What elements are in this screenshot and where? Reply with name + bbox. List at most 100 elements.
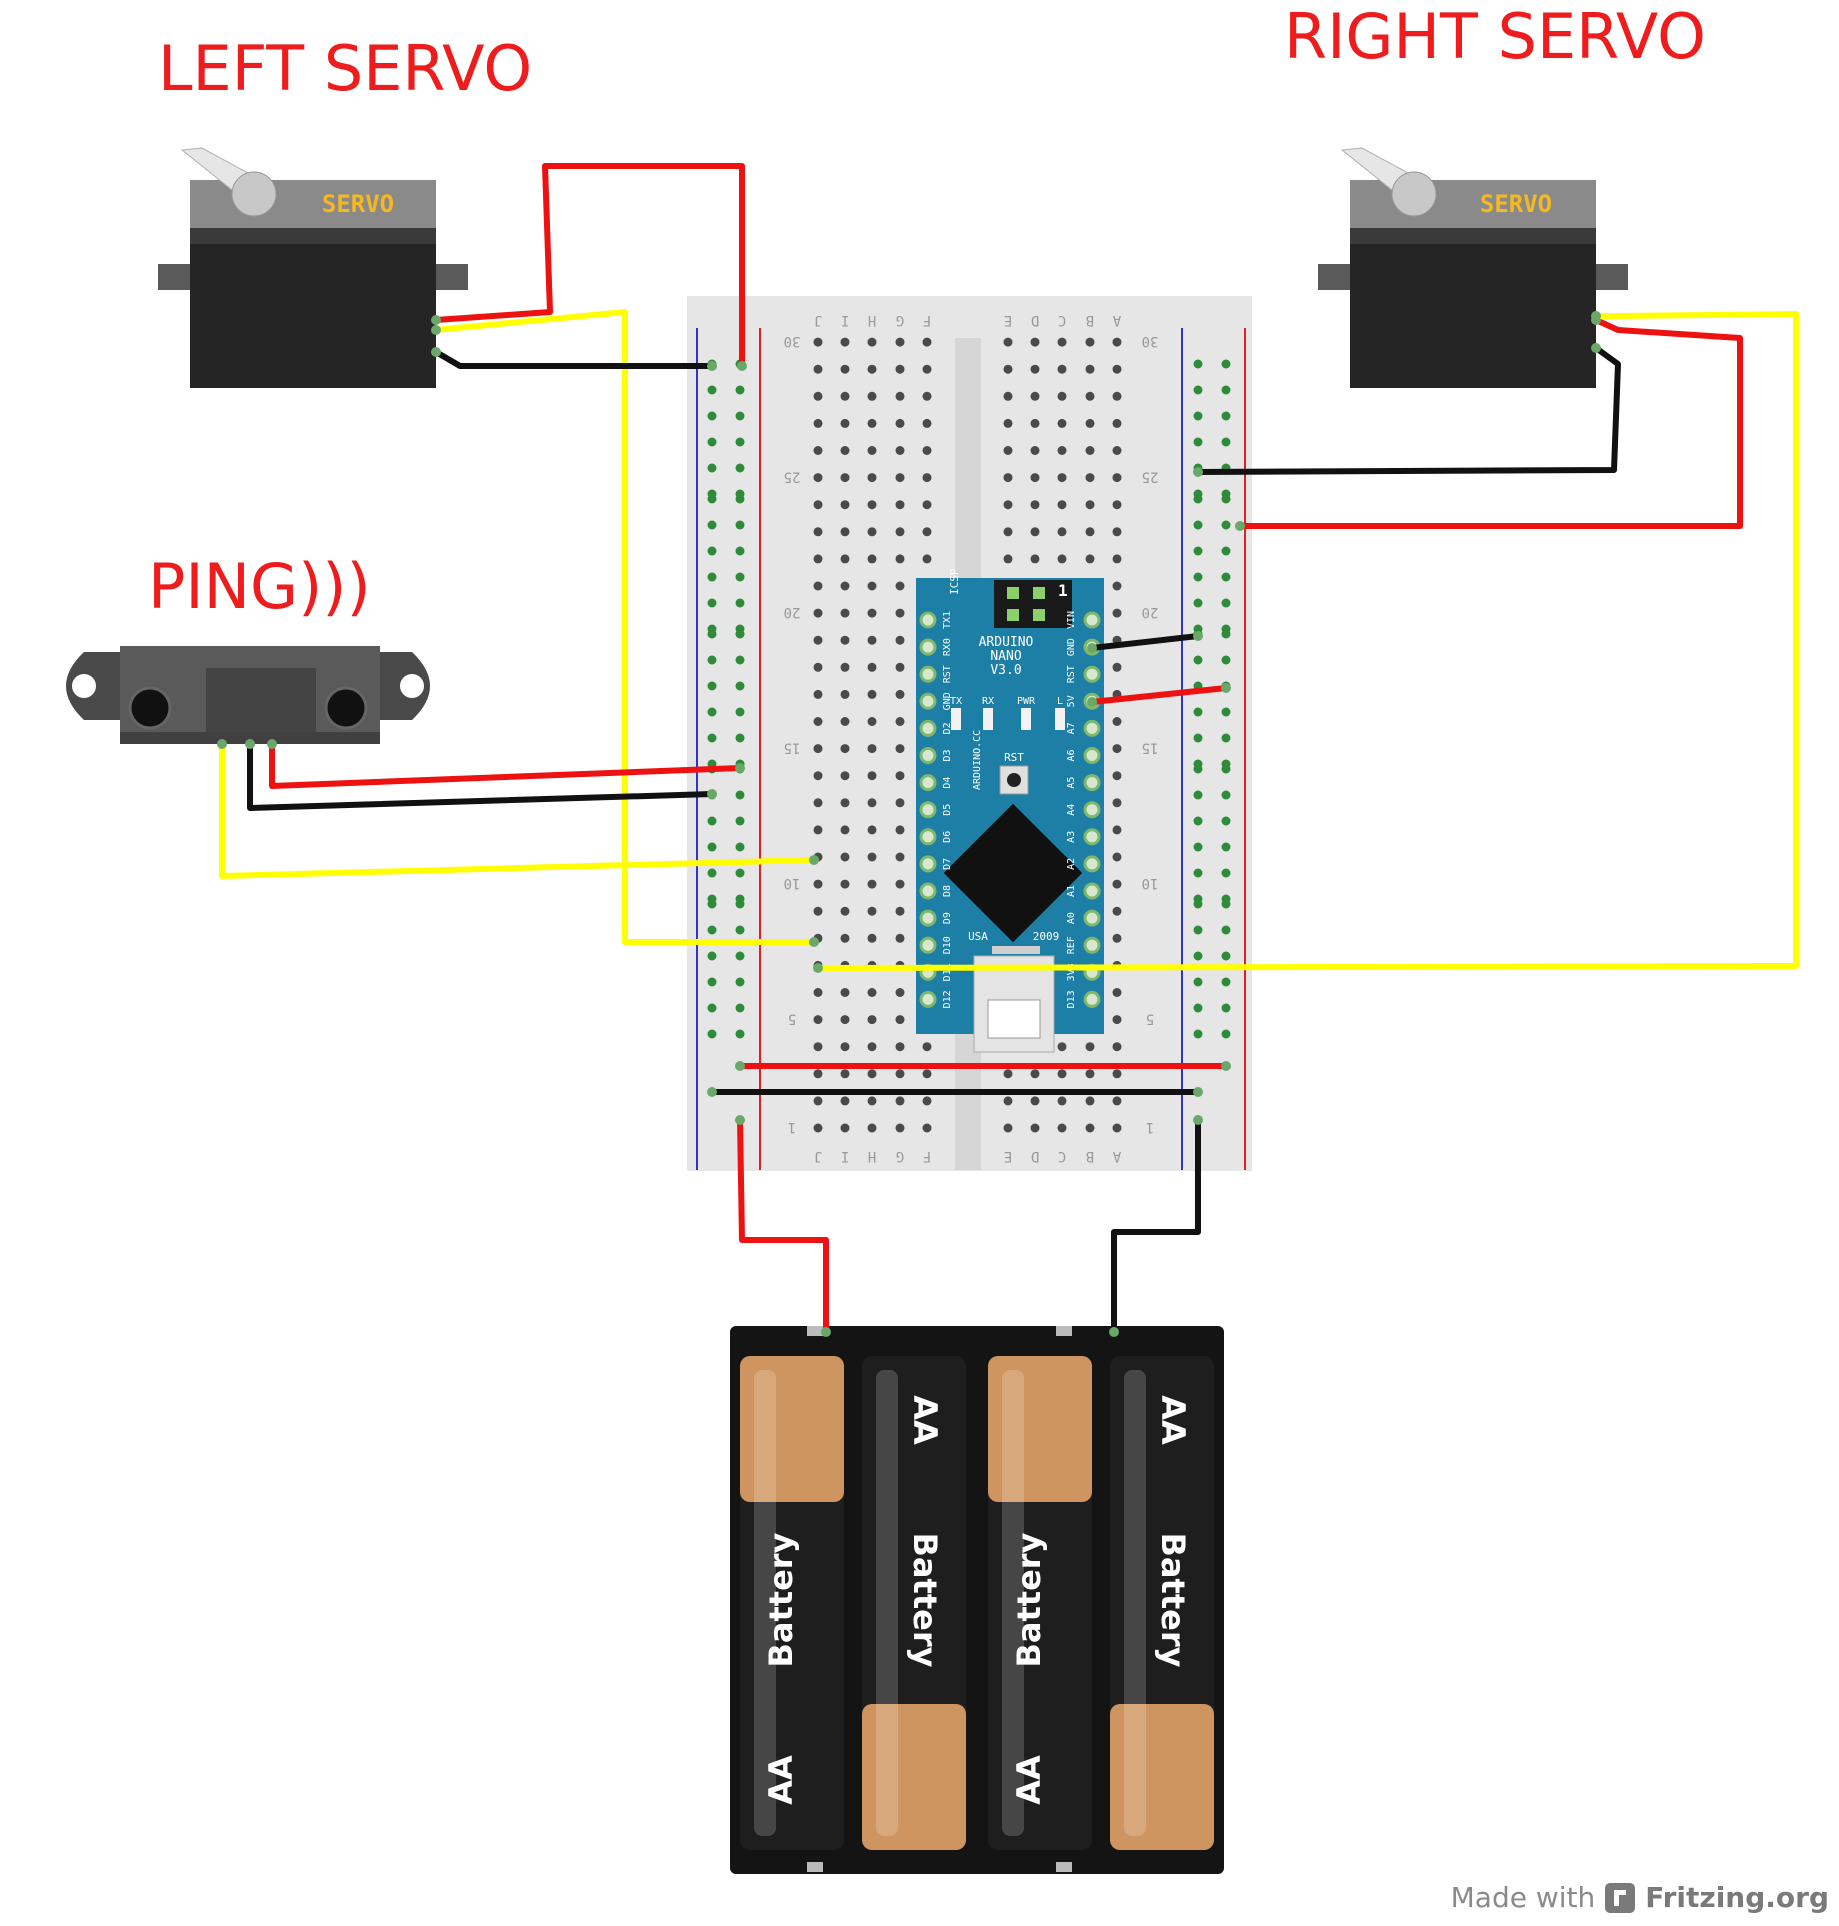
- breadboard-hole: [867, 1069, 877, 1079]
- breadboard-row-number: 10: [784, 875, 801, 891]
- nano-pin-label: RST: [942, 665, 953, 683]
- left-servo-label: LEFT SERVO: [158, 32, 533, 105]
- rail-hole: [735, 733, 745, 743]
- wire-end: [431, 315, 441, 325]
- rail-hole: [735, 546, 745, 556]
- nano-pin-label: 5V: [1066, 695, 1077, 707]
- breadboard-hole: [867, 689, 877, 699]
- breadboard-hole: [1112, 933, 1122, 943]
- nano-pin-label: D3: [942, 749, 953, 761]
- nano-pin: [919, 692, 937, 710]
- breadboard-column-letter: G: [896, 312, 904, 328]
- breadboard-hole: [1003, 337, 1013, 347]
- breadboard-hole: [895, 635, 905, 645]
- nano-pin: [1083, 774, 1101, 792]
- fritzing-logo-icon: [1605, 1882, 1636, 1913]
- breadboard-hole: [922, 337, 932, 347]
- breadboard-hole: [813, 608, 823, 618]
- nano-pin: [1083, 936, 1101, 954]
- breadboard-hole: [1030, 391, 1040, 401]
- breadboard-column-letter: D: [1031, 1148, 1039, 1164]
- breadboard-column-letter: C: [1058, 1148, 1066, 1164]
- rail-hole: [707, 816, 717, 826]
- breadboard-hole: [1030, 446, 1040, 455]
- breadboard-hole: [840, 771, 850, 781]
- rail-hole: [1221, 925, 1231, 935]
- rail-hole: [1221, 951, 1231, 961]
- breadboard-hole: [1030, 527, 1040, 537]
- wire-end: [707, 1087, 717, 1097]
- breadboard-hole: [840, 879, 850, 889]
- breadboard-hole: [1030, 473, 1040, 483]
- breadboard-hole: [895, 446, 905, 455]
- breadboard-hole: [895, 527, 905, 537]
- breadboard-column-letter: I: [841, 312, 849, 328]
- breadboard-hole: [1030, 337, 1040, 347]
- breadboard-hole: [1112, 879, 1122, 889]
- breadboard-hole: [867, 500, 877, 510]
- breadboard-hole: [1085, 364, 1095, 374]
- wire-end: [1193, 631, 1203, 641]
- rail-hole: [1221, 385, 1231, 395]
- rail-hole: [735, 572, 745, 582]
- breadboard-hole: [813, 988, 823, 997]
- nano-pin-label: A2: [1066, 858, 1077, 870]
- rail-hole: [1221, 359, 1231, 369]
- wire-end: [245, 739, 255, 749]
- rail-hole: [1193, 764, 1203, 774]
- wire-end: [735, 763, 745, 773]
- breadboard-hole: [813, 473, 823, 483]
- breadboard-hole: [922, 527, 932, 537]
- nano-pin-label: D5: [942, 804, 953, 816]
- rail-hole: [1193, 494, 1203, 504]
- breadboard-hole: [867, 527, 877, 537]
- breadboard-hole: [1112, 717, 1122, 726]
- breadboard-hole: [840, 662, 850, 672]
- rail-hole: [1221, 842, 1231, 852]
- left-servo-top: [190, 180, 436, 228]
- breadboard-hole: [1057, 527, 1067, 537]
- battery-cell-label: Battery: [1010, 1532, 1048, 1667]
- breadboard-hole: [867, 1015, 877, 1025]
- breadboard-hole: [895, 825, 905, 835]
- breadboard-hole: [922, 364, 932, 374]
- nano-pin: [919, 774, 937, 792]
- breadboard-hole: [840, 554, 850, 564]
- breadboard-hole: [813, 1123, 823, 1133]
- battery-cell-label: Battery: [1154, 1533, 1192, 1668]
- breadboard-hole: [1085, 391, 1095, 401]
- breadboard-hole: [813, 825, 823, 835]
- breadboard-hole: [840, 1042, 850, 1052]
- breadboard-hole: [840, 1069, 850, 1079]
- wire-end: [267, 739, 277, 749]
- nano-pin: [1083, 665, 1101, 683]
- rail-hole: [1193, 707, 1203, 717]
- left-servo-shaft: [231, 171, 277, 217]
- breadboard-hole: [1057, 1123, 1067, 1133]
- breadboard-hole: [867, 473, 877, 483]
- rail-hole: [1193, 925, 1203, 935]
- rail-hole: [1193, 842, 1203, 852]
- breadboard-hole: [895, 418, 905, 428]
- breadboard-hole: [867, 364, 877, 374]
- ping-mount-hole-right: [400, 674, 424, 698]
- breadboard-hole: [1112, 391, 1122, 401]
- breadboard-row-number: 5: [788, 1011, 796, 1027]
- rail-hole: [735, 977, 745, 987]
- nano-pin: [1083, 909, 1101, 927]
- nano-led-label: RX: [982, 696, 994, 707]
- breadboard-hole: [813, 662, 823, 672]
- breadboard-hole: [1112, 798, 1122, 808]
- breadboard-hole: [813, 771, 823, 781]
- nano-led-label: L: [1057, 696, 1063, 707]
- nano-pin: [919, 882, 937, 900]
- nano-pin-label: RST: [1066, 665, 1077, 683]
- rail-hole: [1221, 764, 1231, 774]
- breadboard-hole: [895, 364, 905, 374]
- right-servo-red-wire: [1237, 317, 1743, 529]
- battery-cell-type: AA: [906, 1395, 944, 1445]
- rail-hole: [1221, 520, 1231, 530]
